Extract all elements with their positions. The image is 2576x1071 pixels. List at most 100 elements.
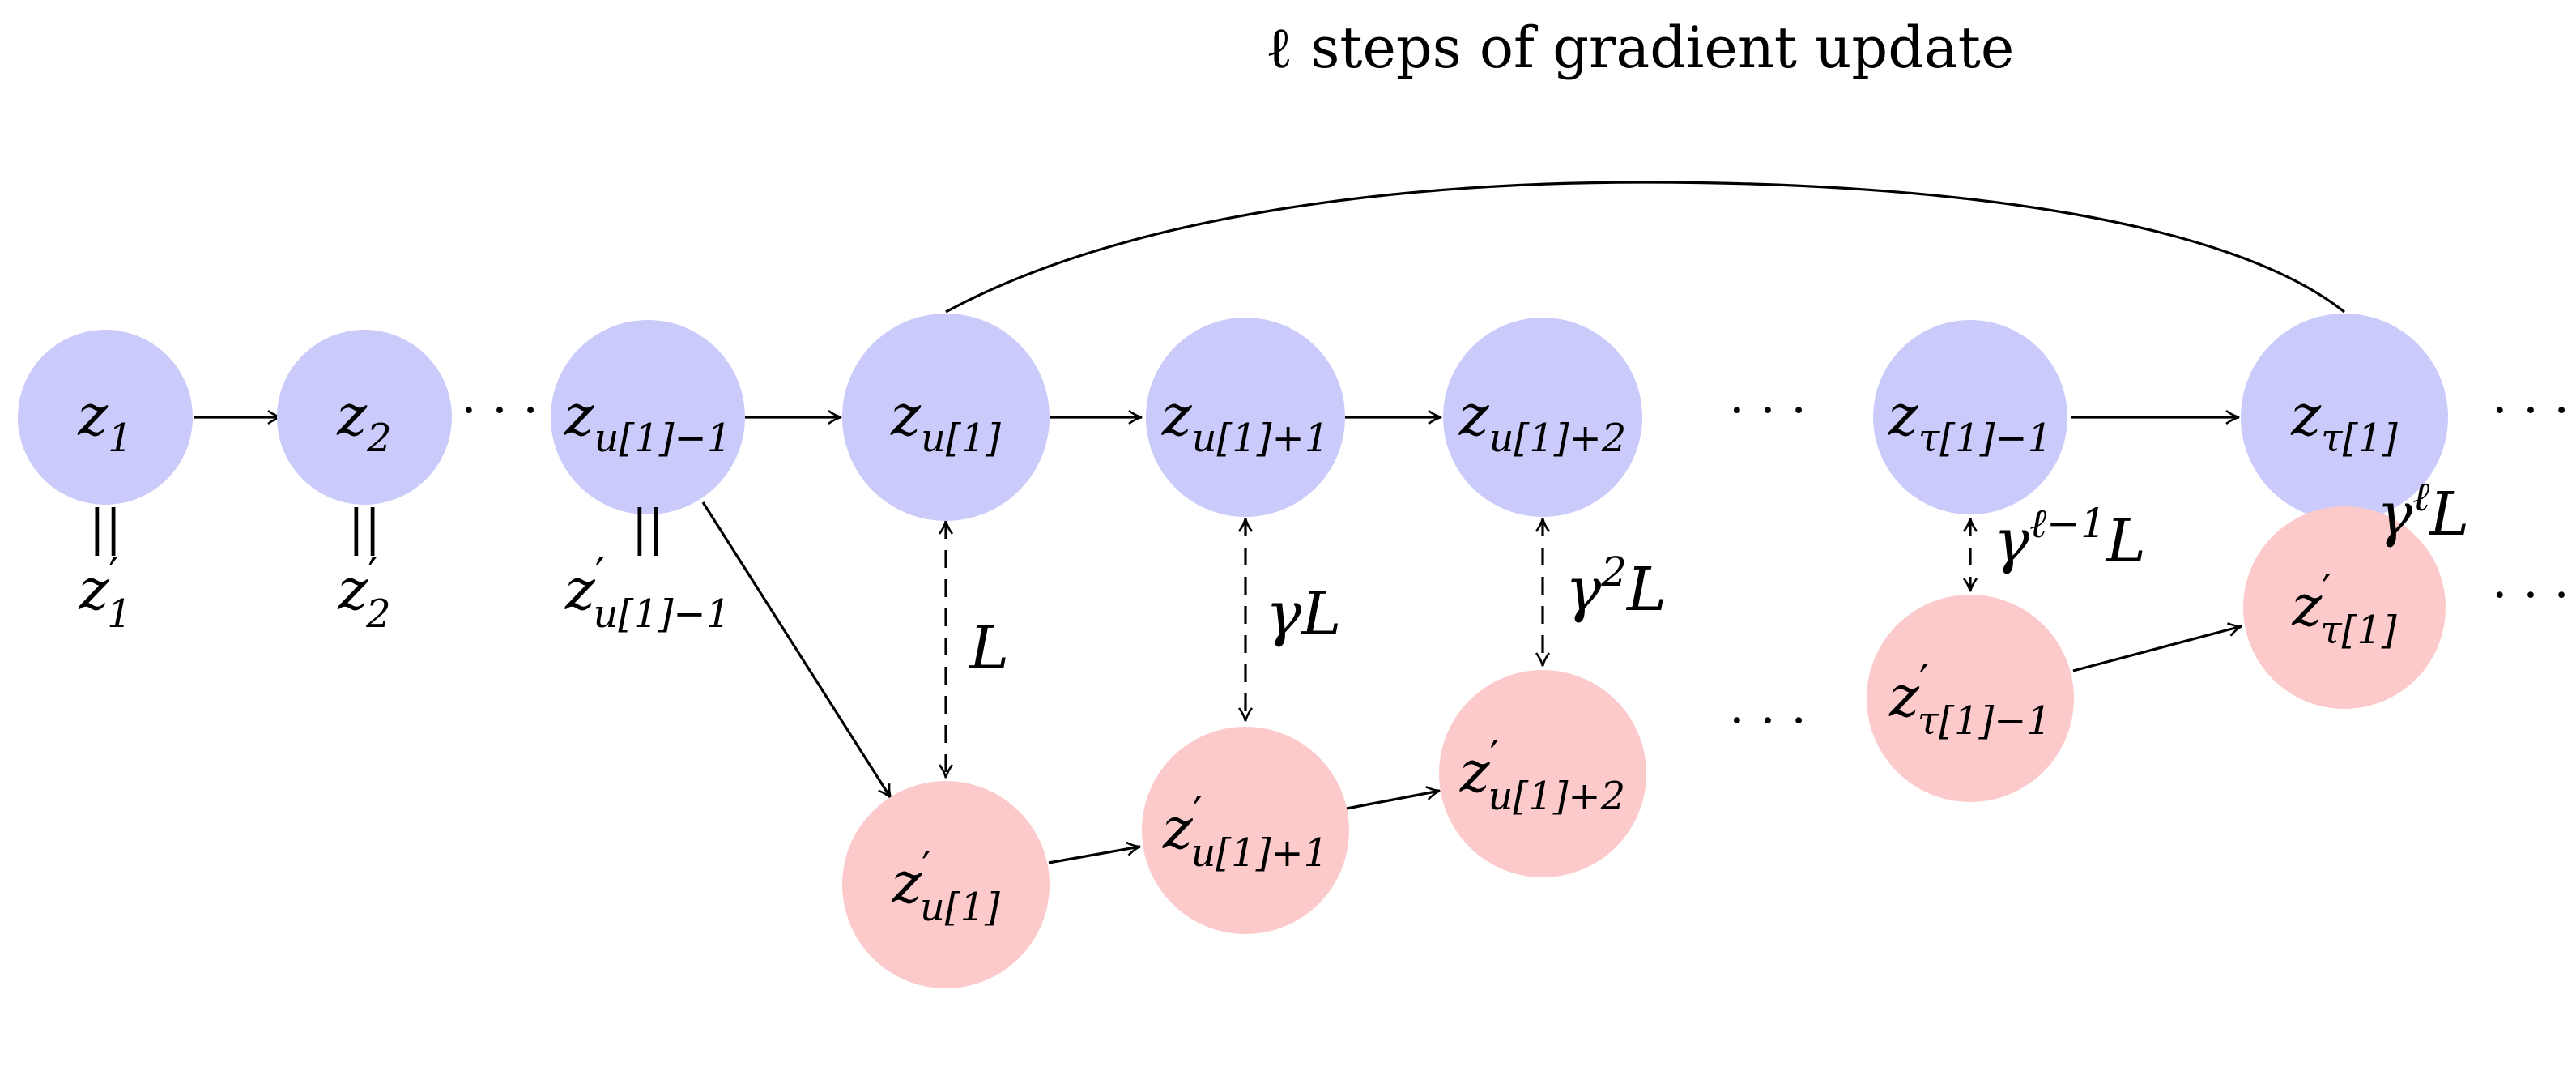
edge-zpu1-zpu1p1 [1048, 841, 1141, 864]
bottom-node-circle [1439, 670, 1646, 877]
prime-mark: ′ [595, 550, 605, 599]
diagram-title: ℓ steps of gradient update [1266, 15, 2015, 81]
distance-label-2: γ2L [1565, 548, 1667, 625]
prime-mark: ′ [2322, 566, 2331, 615]
distance-label-0: L [968, 613, 1009, 683]
var-subscript: u[1]+1 [1192, 416, 1330, 461]
var-subscript: u[1] [921, 416, 1001, 461]
var-base: z [891, 850, 922, 916]
top-node-circle [277, 330, 452, 505]
bottom-node-label: z′τ[1] [2291, 566, 2397, 653]
distance-label-3: γℓ−1L [1994, 500, 2146, 576]
top-node-4: zu[1]+1 [1146, 318, 1345, 517]
equality-0: ||z′1 [78, 500, 131, 637]
top-node-circle [1443, 318, 1642, 517]
top-node-0: z1 [18, 330, 193, 505]
var-base: z [1161, 382, 1193, 449]
top-node-1: z2 [277, 330, 452, 505]
top-node-5: zu[1]+2 [1443, 318, 1642, 517]
prime-mark: ′ [1919, 657, 1929, 706]
coef: γ [2377, 480, 2413, 549]
var-subscript: u[1]+2 [1488, 774, 1626, 819]
exponent: ℓ−1 [2029, 500, 2106, 547]
top-node-circle [18, 330, 193, 505]
top-node-label: z2 [336, 382, 391, 461]
var-base: z [336, 382, 368, 449]
bottom-node-0: z′u[1] [842, 781, 1050, 988]
bottom-node-circle [2243, 506, 2446, 709]
top-node-circle [551, 320, 745, 514]
prime-mark: ′ [1490, 732, 1500, 781]
top-node-label: z1 [77, 382, 132, 461]
var-base: z [1888, 664, 1920, 730]
top-node-2: zu[1]−1 [551, 320, 745, 514]
edge-zptau1m1-zptau1 [2072, 622, 2242, 672]
top-node-circle [1873, 320, 2067, 514]
bottom-node-circle [1142, 727, 1349, 934]
var-subscript: u[1]+2 [1489, 416, 1627, 461]
var-subscript: 2 [365, 591, 391, 637]
var-base: z [1162, 796, 1194, 862]
top-node-7: zτ[1] [2241, 314, 2448, 521]
bottom-node-label: z′u[1] [891, 843, 1000, 930]
base: L [2105, 506, 2146, 576]
top-node-circle [1146, 318, 1345, 517]
coef: γ [1994, 506, 2030, 576]
distance-label-1: γL [1266, 579, 1341, 649]
top-node-label: zu[1] [890, 382, 1001, 461]
var-subscript: u[1] [920, 885, 1000, 930]
var-base: z [1459, 739, 1491, 805]
equality-1: ||z′2 [337, 500, 390, 637]
base: L [1625, 555, 1667, 625]
bottom-node-3: z′τ[1]−1 [1867, 595, 2074, 802]
exponent: 2 [1600, 548, 1627, 595]
equality-rhs-label: z′2 [337, 550, 390, 637]
top-node-label: zτ[1]−1 [1888, 382, 2052, 461]
base: L [1300, 579, 1341, 649]
prime-mark: ′ [1193, 789, 1203, 838]
base: L [968, 613, 1009, 683]
edge-zu1m1-zpu1 [701, 501, 892, 799]
edge-zpu1p1-zpu1p2 [1346, 785, 1441, 810]
var-base: z [77, 382, 109, 449]
arc-edge [945, 181, 2345, 314]
var-subscript: τ[1] [2321, 416, 2398, 461]
coef: γ [1266, 579, 1302, 649]
ellipsis-top-left: · · · [461, 382, 538, 439]
var-subscript: 1 [108, 416, 133, 461]
var-subscript: τ[1] [2320, 608, 2397, 653]
bottom-node-circle [842, 781, 1050, 988]
equality-2: ||z′u[1]−1 [564, 500, 730, 637]
bottom-node-label: z′u[1]+1 [1162, 789, 1328, 876]
bottom-node-circle [1867, 595, 2074, 802]
var-subscript: 2 [366, 416, 392, 461]
top-node-label: zu[1]+1 [1161, 382, 1330, 461]
bottom-node-label: z′u[1]+2 [1459, 732, 1625, 819]
top-node-label: zu[1]−1 [564, 382, 732, 461]
var-subscript: u[1]−1 [594, 416, 732, 461]
bottom-node-1: z′u[1]+1 [1142, 727, 1349, 934]
var-base: z [1458, 382, 1490, 449]
var-subscript: τ[1]−1 [1918, 698, 2051, 744]
ellipsis-top-mid: · · · [1729, 382, 1806, 439]
bottom-node-2: z′u[1]+2 [1439, 670, 1646, 877]
ellipsis-bottom-mid: · · · [1729, 693, 1806, 749]
base: L [2428, 480, 2469, 549]
bottom-node-4: z′τ[1] [2243, 506, 2446, 709]
top-node-label: zτ[1] [2290, 382, 2398, 461]
equality-sign: || [348, 500, 381, 557]
top-node-circle [842, 314, 1050, 521]
top-node-3: zu[1] [842, 314, 1050, 521]
var-subscript: u[1]+1 [1191, 830, 1329, 876]
prime-mark: ′ [922, 843, 931, 892]
top-node-label: zu[1]+2 [1458, 382, 1627, 461]
prime-mark: ′ [368, 550, 377, 599]
equality-rhs-label: z′u[1]−1 [564, 550, 730, 637]
var-base: z [2290, 382, 2322, 449]
ellipsis-top-right: · · · [2492, 382, 2569, 439]
var-base: z [78, 557, 109, 623]
top-node-circle [2241, 314, 2448, 521]
var-base: z [2291, 573, 2323, 639]
equality-sign: || [632, 500, 664, 557]
